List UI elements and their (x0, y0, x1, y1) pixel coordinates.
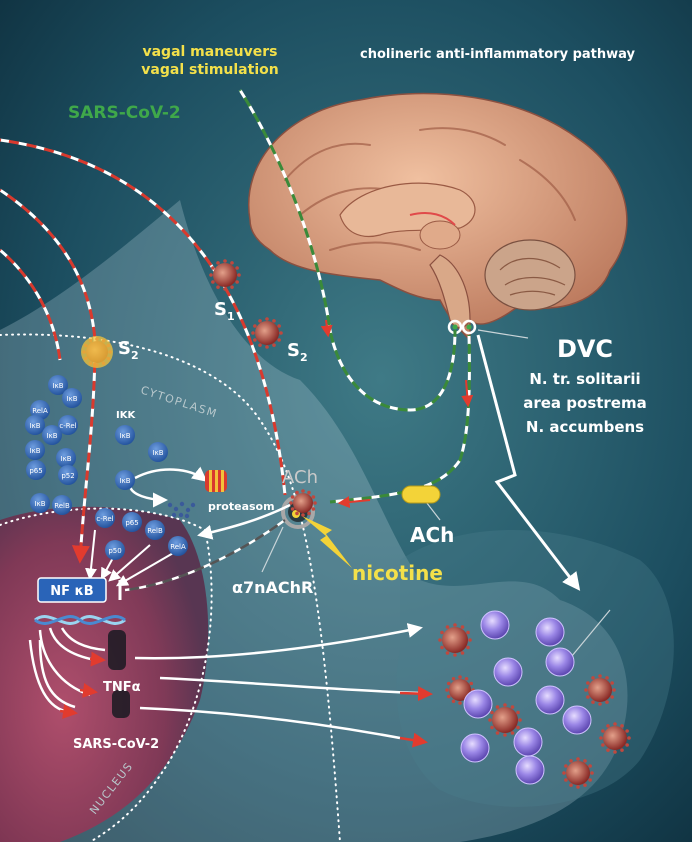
protein-label: IκB (67, 395, 78, 403)
label-dvc-solitarii: N. tr. solitarii (529, 370, 640, 388)
virus-particle (599, 722, 631, 754)
protein-label: IκB (120, 477, 131, 485)
protein-label: RelA (170, 543, 186, 551)
label-nfkb: NF κB (50, 584, 93, 599)
immune-cell (480, 610, 510, 640)
s2-fusion-halo (81, 336, 113, 368)
dna-helix (34, 615, 126, 625)
virus-particle (488, 703, 522, 737)
label-dvc-accumbens: N. accumbens (526, 418, 644, 436)
protein-crel: c-Rel (95, 508, 115, 528)
protein-ikb: IκB (148, 442, 168, 462)
immune-cell (460, 733, 490, 763)
protein-ikb: IκB (62, 388, 82, 408)
immune-cell (513, 727, 543, 757)
protein-rela: RelA (168, 536, 188, 556)
immune-cell (463, 689, 493, 719)
vagal-pathway (238, 89, 474, 509)
protein-label: c-Rel (96, 515, 113, 523)
protein-label: p65 (125, 519, 138, 527)
protein-p65: p65 (122, 512, 142, 532)
virus-particle (562, 757, 594, 789)
nicotine-bolt (302, 516, 352, 568)
immune-cell (515, 755, 545, 785)
nfkb-box (37, 577, 107, 603)
label-ikk: IKK (116, 410, 136, 421)
protein-ikb: IκB (30, 493, 50, 513)
virus-particle (289, 489, 317, 517)
protein-ikb: IκB (48, 375, 68, 395)
label-s1-sub: 1 (227, 310, 235, 323)
brain-illustration (248, 92, 628, 342)
protein-label: IκB (30, 447, 41, 455)
immune-cell (535, 685, 565, 715)
protein-label: IκB (153, 449, 164, 457)
protein-label: RelA (32, 407, 48, 415)
cytoplasm-boundary (0, 333, 341, 842)
protein-label: IκB (35, 500, 46, 508)
immune-cell (493, 657, 523, 687)
protein-ikb: IκB (115, 470, 135, 490)
virus-particle (584, 674, 616, 706)
label-receptor: α7nAChR (232, 578, 313, 597)
label-nicotine: nicotine (352, 561, 443, 585)
inhibition-line-dark (124, 518, 286, 592)
virus-particles (82, 259, 631, 789)
label-tnfa: TNFα (103, 680, 141, 695)
protein-ikb: IκB (56, 448, 76, 468)
label-sars-cov2-bottom: SARS-CoV-2 (73, 737, 159, 752)
virus-particle (209, 259, 241, 291)
label-vagal-stimulation: vagal stimulation (141, 62, 278, 78)
label-vagal-maneuvers: vagal maneuvers (142, 44, 277, 60)
efferent-arrow (476, 334, 581, 591)
protein-label: IκB (61, 455, 72, 463)
proteasome (205, 470, 227, 492)
label-dvc-postrema: area postrema (523, 394, 647, 412)
protein-p65: p65 (26, 460, 46, 480)
label-ach-right: ACh (410, 523, 454, 547)
label-s2-left-sub: 2 (131, 349, 139, 362)
immune-cell (562, 705, 592, 735)
protein-label: p50 (108, 547, 121, 555)
label-s2-right-sub: 2 (300, 351, 308, 364)
immune-cell (535, 617, 565, 647)
protein-ikb: IκB (42, 425, 62, 445)
protein-label: p52 (61, 472, 74, 480)
label-sars-cov2-top: SARS-CoV-2 (68, 103, 181, 123)
protein-ikb: IκB (25, 440, 45, 460)
protein-label: IκB (120, 432, 131, 440)
protein-crel: c-Rel (58, 415, 78, 435)
protein-label: c-Rel (59, 422, 76, 430)
protein-p50: p50 (105, 540, 125, 560)
virus-particle (438, 623, 472, 657)
protein-ikb: IκB (25, 415, 45, 435)
protein-ikb: IκB (115, 425, 135, 445)
protein-label: RelB (54, 502, 70, 510)
virus-particle (251, 317, 283, 349)
nucleus-boundary (0, 507, 213, 842)
inhibition-line (124, 518, 286, 592)
protein-label: IκB (47, 432, 58, 440)
immune-cell (545, 647, 575, 677)
immune-cells (460, 610, 592, 785)
protein-label: IκB (30, 422, 41, 430)
protein-label: IκB (53, 382, 64, 390)
transcription-products (108, 630, 130, 718)
label-dvc: DVC (557, 335, 613, 363)
degraded-fragments (167, 501, 196, 519)
protein-p52: p52 (58, 465, 78, 485)
label-pathway-title: cholineric anti-inflammatory pathway (360, 47, 636, 62)
output-arrows (28, 622, 433, 748)
protein-label: RelB (147, 527, 163, 535)
protein-relb: RelB (52, 495, 72, 515)
label-ach-top: ACh (282, 467, 318, 488)
protein-label: p65 (29, 467, 42, 475)
protein-relb: RelB (145, 520, 165, 540)
label-proteasom: proteasom (208, 500, 275, 513)
ach-vesicle (401, 485, 441, 504)
